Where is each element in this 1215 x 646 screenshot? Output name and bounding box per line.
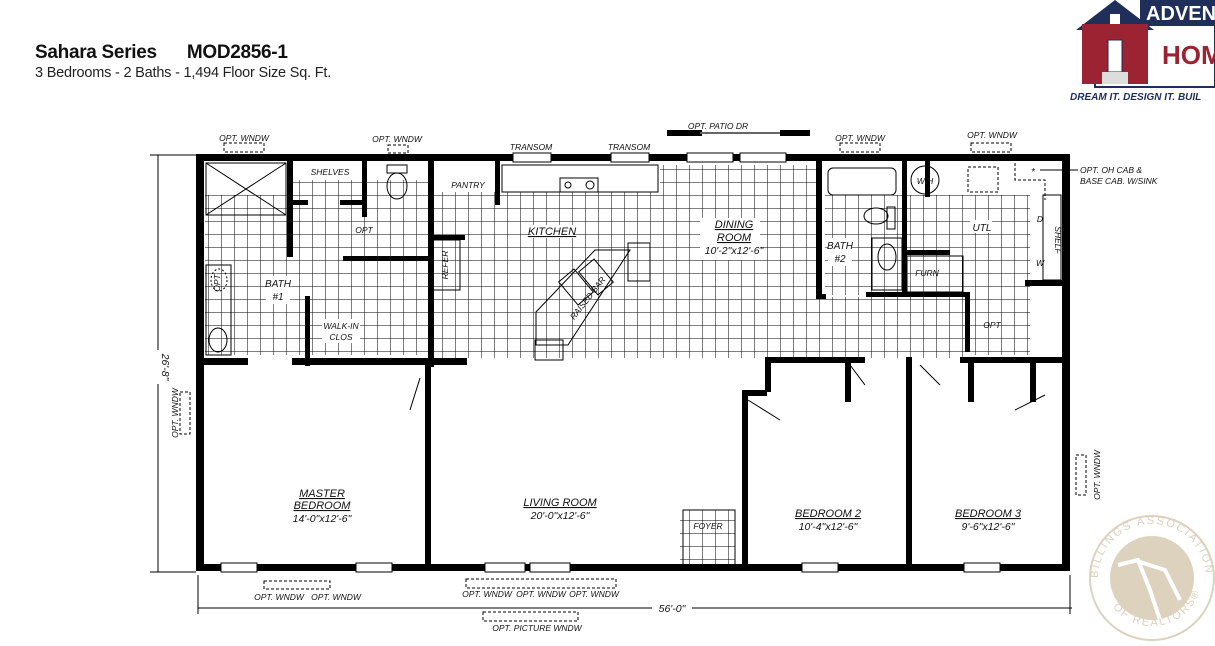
picture-window-label: OPT. PICTURE WNDW	[492, 623, 582, 633]
walk-in-closet-label-2: CLOS	[329, 332, 352, 342]
patio-door-label: OPT. PATIO DR	[688, 121, 748, 131]
cabinet-note-line-1: OPT. OH CAB &	[1080, 165, 1142, 175]
master-bedroom-size: 14'-0"x12'-6"	[293, 513, 353, 525]
transom-label: TRANSOM	[608, 142, 651, 152]
shelves-label: SHELVES	[311, 167, 350, 177]
opt-window-label: OPT. WNDW	[569, 589, 620, 599]
logo-text-1: ADVEN	[1146, 3, 1215, 25]
dining-room-label: DINING	[715, 219, 754, 231]
opt-window-label: OPT. WNDW	[170, 387, 180, 438]
opt-window-label: OPT. WNDW	[254, 592, 305, 602]
water-heater-label: W H	[917, 176, 934, 186]
opt-door-label: OPT	[983, 320, 1001, 330]
bath-2-number: #2	[834, 254, 846, 265]
pantry-label: PANTRY	[451, 180, 486, 190]
opt-door-label: OPT	[355, 225, 373, 235]
fixtures	[205, 162, 1062, 569]
water-heater-icon	[910, 165, 940, 195]
dining-room-size: 10'-2"x12'-6"	[705, 245, 765, 257]
room-labels: MASTER BEDROOM 14'-0"x12'-6" LIVING ROOM…	[265, 167, 1063, 533]
bedroom-3-size: 9'-6"x12'-6"	[962, 521, 1016, 533]
annotations: OPT. WNDW OPT. WNDW OPT. WNDW OPT. WNDW …	[170, 121, 1158, 633]
depth-dimension: 26'-8"	[159, 353, 171, 382]
master-bedroom-label: MASTER	[299, 488, 345, 500]
bathtub-icon	[827, 167, 897, 196]
bath-2-label: BATH	[827, 241, 854, 252]
opt-window-label: OPT. WNDW	[372, 134, 423, 144]
opt-window-label: OPT. WNDW	[311, 592, 362, 602]
opt-fixture-label: OPT	[212, 273, 222, 291]
realtors-watermark: BILLINGS ASSOCIATION OF REALTORS®	[1089, 515, 1215, 641]
plan-summary: 3 Bedrooms - 2 Baths - 1,494 Floor Size …	[35, 65, 332, 81]
kitchen-label: KITCHEN	[528, 226, 576, 238]
bath-1-label: BATH	[265, 279, 292, 290]
dining-room-label-2: ROOM	[717, 232, 752, 244]
bedroom-2-size: 10'-4"x12'-6"	[799, 521, 859, 533]
furnace-label: FURN	[915, 268, 939, 278]
plan-header: Sahara Series MOD2856-1 3 Bedrooms - 2 Ba…	[35, 42, 331, 81]
logo-tagline: DREAM IT. DESIGN IT. BUIL	[1070, 92, 1201, 103]
bath-1-number: #1	[272, 292, 283, 303]
opt-window-label: OPT. WNDW	[516, 589, 567, 599]
dryer-label: D	[1037, 214, 1043, 224]
utility-sink-icon	[967, 166, 999, 193]
cabinet-note-line-2: BASE CAB. W/SINK	[1080, 176, 1158, 186]
series-name: Sahara Series	[35, 42, 157, 63]
asterisk-marker: *	[1031, 167, 1036, 178]
bedroom-2-label: BEDROOM 2	[795, 508, 861, 520]
utility-label: UTL	[973, 223, 992, 234]
walk-in-closet-label: WALK-IN	[323, 321, 359, 331]
interior-walls	[198, 157, 1067, 567]
windows	[179, 130, 1087, 622]
toilet-icon	[386, 164, 408, 174]
living-room-size: 20'-0"x12'-6"	[530, 510, 591, 522]
master-bedroom-label-2: BEDROOM	[294, 500, 352, 512]
model-number: MOD2856-1	[186, 42, 288, 63]
logo-text-2: HOM	[1162, 40, 1215, 70]
living-room-label: LIVING ROOM	[523, 497, 597, 509]
dimension-lines: 26'-8" 56'-0"	[150, 154, 1072, 615]
bedroom-3-label: BEDROOM 3	[955, 508, 1022, 520]
foyer-label: FOYER	[693, 521, 722, 531]
plan-title: Sahara Series MOD2856-1	[35, 42, 331, 64]
transom-label: TRANSOM	[510, 142, 553, 152]
company-logo: ADVEN HOM DREAM IT. DESIGN IT. BUIL	[1070, 0, 1215, 103]
opt-window-label: OPT. WNDW	[462, 589, 513, 599]
refrigerator-label: REFER	[440, 251, 450, 280]
shelf-label: SHELF	[1053, 226, 1063, 254]
washer-label: W	[1036, 258, 1045, 268]
cooktop-icon	[559, 177, 599, 193]
opt-window-label: OPT. WNDW	[1092, 449, 1102, 500]
opt-window-label: OPT. WNDW	[967, 130, 1018, 140]
opt-window-label: OPT. WNDW	[835, 133, 886, 143]
opt-window-label: OPT. WNDW	[219, 133, 270, 143]
width-dimension: 56'-0"	[659, 603, 687, 615]
